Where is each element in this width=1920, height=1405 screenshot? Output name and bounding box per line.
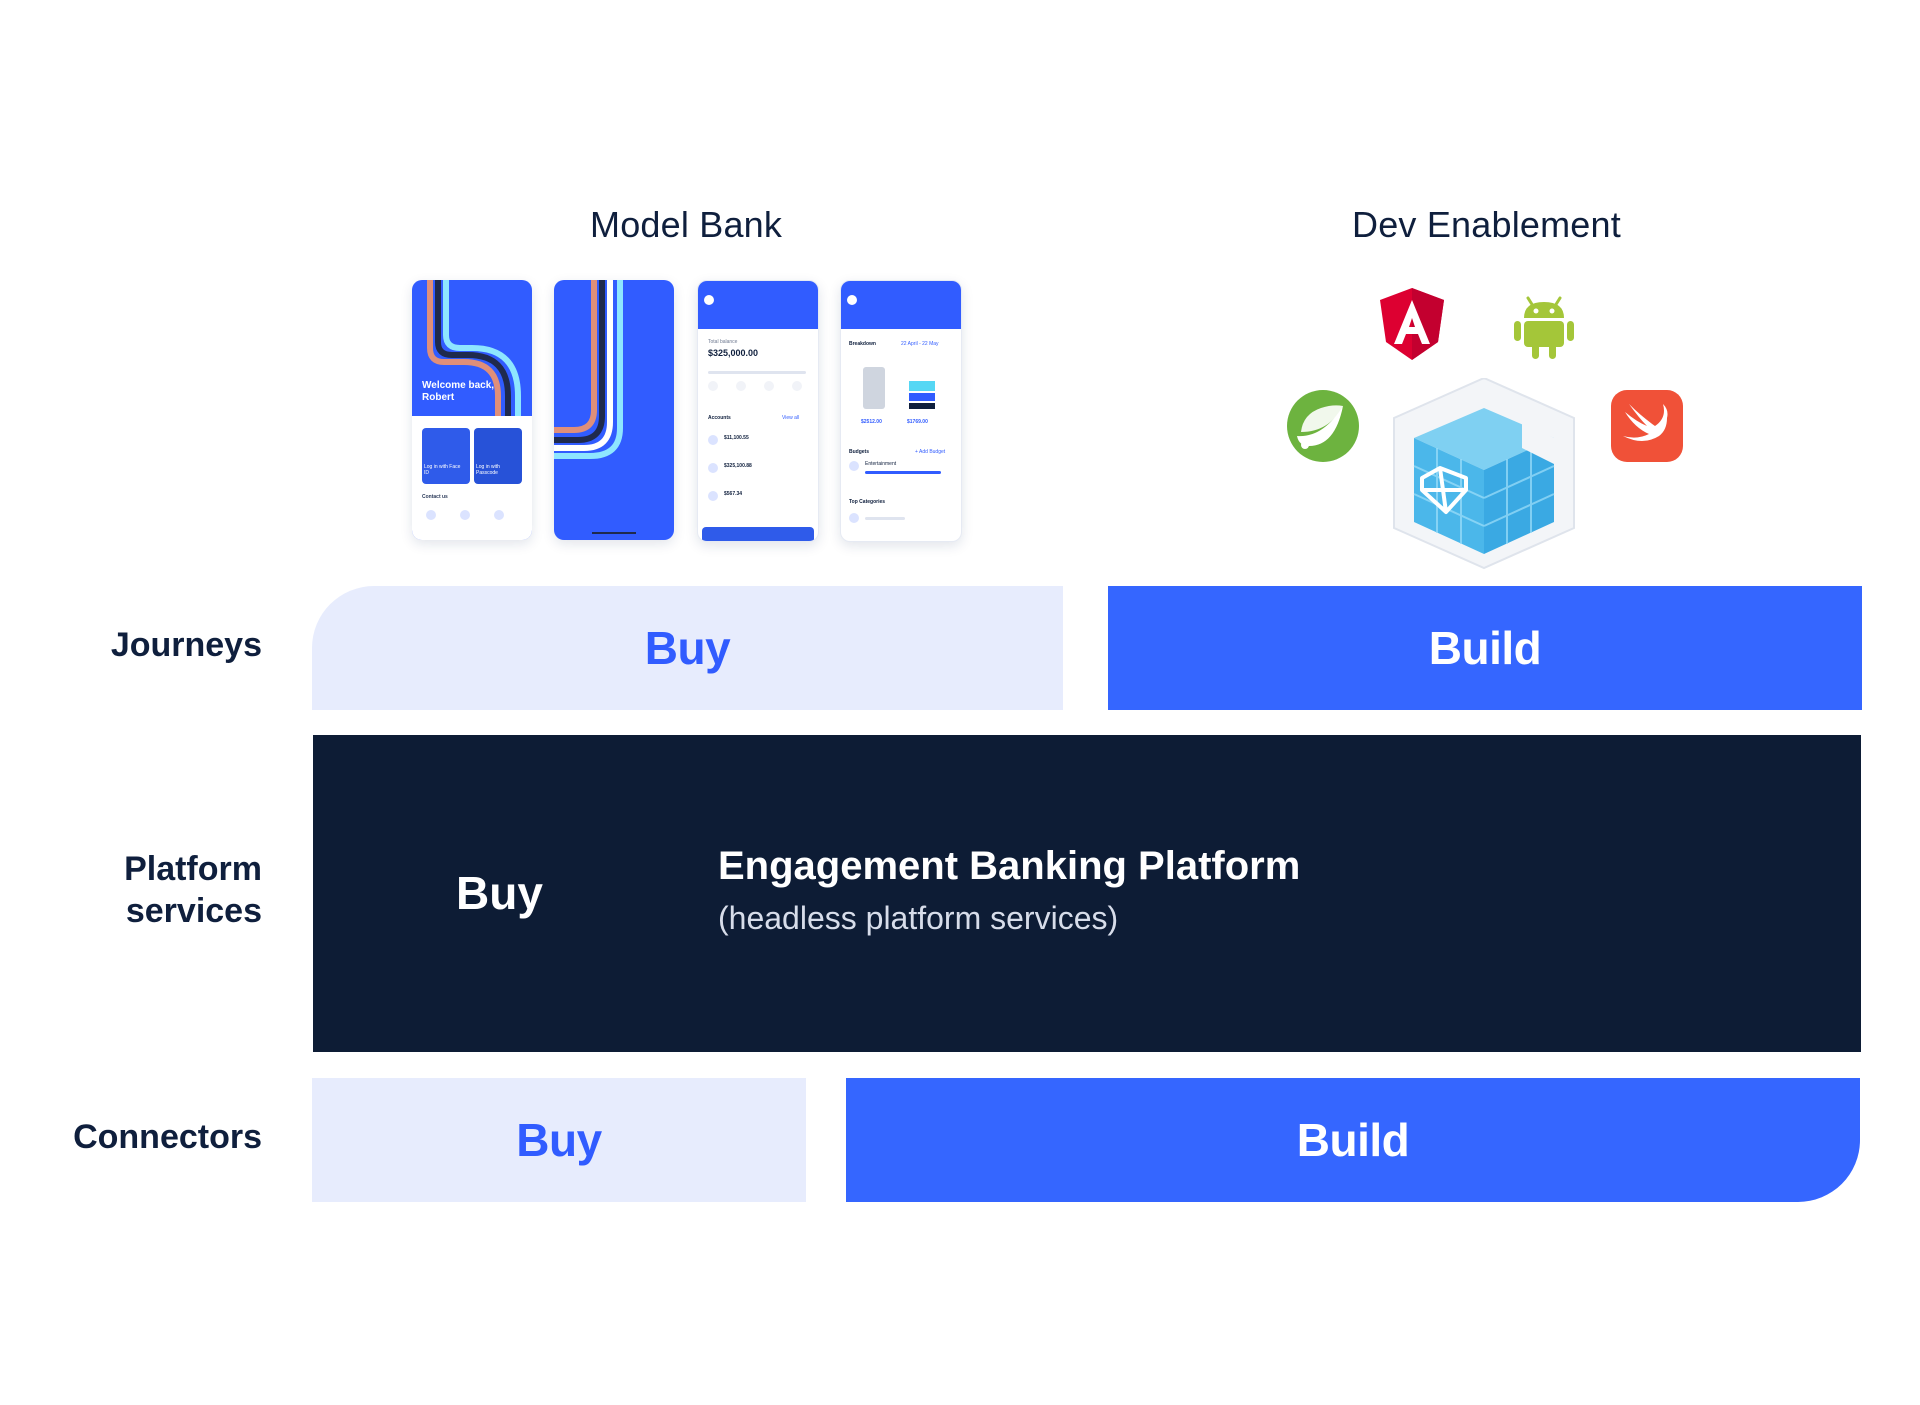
connectors-build-block: Build [846,1078,1860,1202]
angular-icon [1380,288,1444,360]
budget-progress [865,471,941,474]
send-money-icon [708,381,718,391]
account-icon [708,435,718,445]
phone-summary: Total balance $325,000.00 Accounts View … [697,280,819,542]
journeys-label: Journeys [110,626,262,664]
swift-icon [1611,390,1683,462]
phone-welcome: Welcome back, Robert Log in with Face ID… [412,280,532,540]
balance-label: Total balance [708,339,738,345]
connectors-buy-block: Buy [312,1078,806,1202]
passcode-label: Log in with Passcode [476,464,500,476]
category-line [865,517,905,520]
dev-enablement-title: Dev Enablement [1352,204,1621,245]
model-bank-title: Model Bank [590,204,783,245]
journeys-buy-label: Buy [644,622,731,674]
call-icon [426,510,436,520]
journeys-build-block: Build [1108,586,1862,710]
outgoing-bar-1 [909,381,935,391]
balance-value: $325,000.00 [708,348,759,358]
phone-insights: Breakdown 22 April - 22 May $2512.00 $17… [840,280,962,542]
pay-icon [736,381,746,391]
phone-decor-lines [427,280,521,420]
avatar [704,295,714,305]
find-us-icon [460,510,470,520]
accounts-label: Accounts [708,415,731,421]
top-categories-label: Top Categories [849,499,886,505]
account-2-balance: $325,100.88 [724,463,752,469]
insights-header [841,281,961,329]
account-icon [708,491,718,501]
face-id-button[interactable] [422,428,470,484]
cube-illustration [1393,376,1575,570]
entertainment-label: Entertainment [865,461,897,467]
journeys-build-label: Build [1428,622,1542,674]
platform-buy-label: Buy [456,867,543,919]
account-1-balance: $11,100.55 [724,435,749,441]
more-icon [792,381,802,391]
incoming-bar [863,367,885,409]
platform-services-label: Platform services [124,850,262,930]
date-range: 22 April - 22 May [901,341,939,347]
platform-services-block [313,735,1861,1052]
outgoing-value: $1769.00 [907,419,928,425]
contact-us-label: Contact us [422,494,448,500]
budget-icon [849,461,859,471]
bottom-bar [702,527,814,541]
view-all-link[interactable]: View all [782,415,800,421]
account-3-balance: $567.34 [724,491,743,497]
divider [708,371,806,374]
platform-title: Engagement Banking Platform [718,844,1301,888]
account-icon [708,463,718,473]
summary-header [698,281,818,329]
category-icon [849,513,859,523]
connectors-label: Connectors [73,1118,262,1156]
face-id-label: Log in with Face ID [424,464,461,476]
cube-icon [1384,376,1584,578]
phone-splash [554,280,674,540]
outgoing-bar-3 [909,403,935,409]
budgets-label: Budgets [849,449,869,455]
platform-subtitle: (headless platform services) [718,900,1119,936]
welcome-text: Welcome back, Robert [422,380,495,403]
breakdown-label: Breakdown [849,341,876,347]
scan-icon [764,381,774,391]
android-icon [1514,296,1574,359]
phone-decor-lines [554,280,636,534]
spring-icon [1287,390,1359,462]
avatar [847,295,857,305]
passcode-button[interactable] [474,428,522,484]
add-budget-link[interactable]: + Add Budget [915,449,946,455]
connectors-buy-label: Buy [516,1114,602,1166]
connectors-build-label: Build [1296,1114,1410,1166]
help-icon [494,510,504,520]
outgoing-bar-2 [909,393,935,401]
journeys-buy-block: Buy [312,586,1063,710]
incoming-value: $2512.00 [861,419,882,425]
